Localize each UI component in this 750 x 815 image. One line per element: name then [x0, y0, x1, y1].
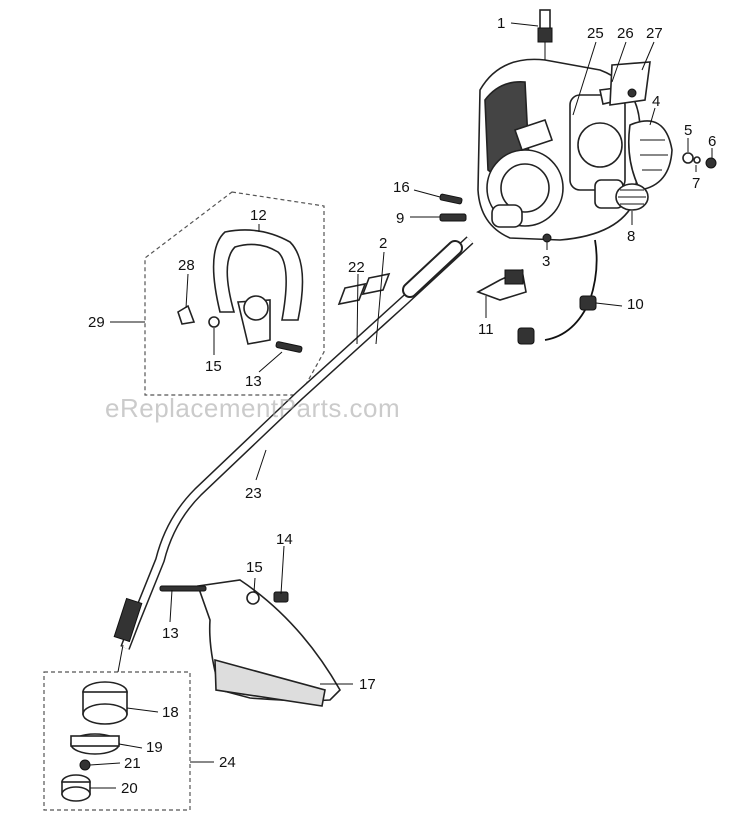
drive-shaft: [113, 236, 474, 673]
screw-13a: [275, 341, 303, 353]
screw-16: [439, 193, 463, 205]
callout-26: 26: [617, 25, 634, 42]
callout-12: 12: [250, 207, 267, 224]
callout-19: 19: [146, 739, 163, 756]
throttle-bracket: [476, 268, 527, 301]
washer-15a: [208, 316, 220, 328]
decal-2: [361, 272, 391, 296]
callout-6: 6: [708, 133, 716, 150]
fuel-cap: [615, 183, 649, 211]
grass-guard: [196, 579, 341, 707]
callout-24: 24: [219, 754, 236, 771]
callout-17: 17: [359, 676, 376, 693]
callout-18: 18: [162, 704, 179, 721]
engine-cover: [627, 120, 673, 191]
callout-22: 22: [348, 259, 365, 276]
callout-27: 27: [646, 25, 663, 42]
callout-25: 25: [587, 25, 604, 42]
washer-5: [682, 152, 694, 164]
spark-plug: [537, 9, 553, 60]
washer-7: [693, 156, 701, 164]
screw-3: [542, 233, 552, 243]
bump-knob: [61, 774, 91, 802]
spring-21: [79, 759, 91, 771]
callout-20: 20: [121, 780, 138, 797]
callout-3: 3: [542, 253, 550, 270]
leader-lines: [89, 22, 713, 789]
trimmer-head-housing: [82, 681, 128, 725]
callout-29: 29: [88, 314, 105, 331]
callout-1: 1: [497, 15, 505, 32]
callout-28: 28: [178, 257, 195, 274]
screw-13b: [159, 585, 207, 592]
clamp-28: [177, 304, 196, 325]
screw-9: [439, 213, 467, 222]
decal-22: [337, 282, 367, 306]
callout-15-guard: 15: [246, 559, 263, 576]
callout-21: 21: [124, 755, 141, 772]
nut-6: [705, 157, 717, 169]
engine-assembly: [477, 58, 651, 241]
callout-4: 4: [652, 93, 660, 110]
callout-2: 2: [379, 235, 387, 252]
callout-9: 9: [396, 210, 404, 227]
callout-23: 23: [245, 485, 262, 502]
trimmer-head-assembly-box: [43, 671, 191, 811]
callout-15-handle: 15: [205, 358, 222, 375]
callout-14: 14: [276, 531, 293, 548]
callout-8: 8: [627, 228, 635, 245]
watermark-text: eReplacementParts.com: [105, 393, 401, 423]
callout-11: 11: [478, 321, 494, 338]
callout-13-guard: 13: [162, 625, 179, 642]
callout-7: 7: [692, 175, 700, 192]
callout-5: 5: [684, 122, 692, 139]
loop-handle: [212, 229, 304, 345]
spool: [70, 733, 120, 755]
callout-13-handle: 13: [245, 373, 262, 390]
throttle-cable: [517, 239, 598, 345]
callout-16: 16: [393, 179, 410, 196]
washer-15b: [246, 591, 260, 605]
callout-10: 10: [627, 296, 644, 313]
